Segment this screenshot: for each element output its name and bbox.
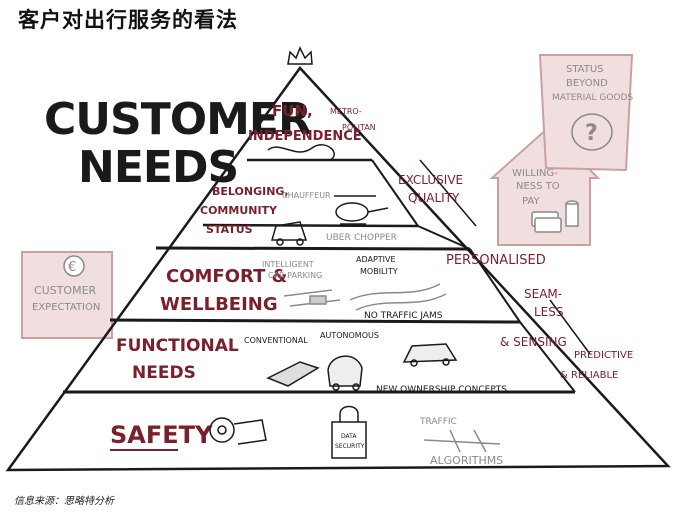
status-line-3: MATERIAL GOODS bbox=[552, 93, 633, 103]
level-comfort-wellbeing: COMFORT & WELLBEING INTELLIGENT CAR PARK… bbox=[160, 255, 447, 321]
status-line-1: STATUS bbox=[566, 64, 604, 75]
infinity-road-icon bbox=[267, 144, 335, 161]
side-label-personalised: PERSONALISED bbox=[446, 253, 546, 268]
autonomous-car-icon bbox=[327, 355, 363, 391]
level-3-annotation-4: MOBILITY bbox=[360, 267, 398, 276]
level-3-annotation-5: NO TRAFFIC JAMS bbox=[364, 311, 443, 321]
chauffeur-car-icon bbox=[271, 221, 308, 246]
level-2-annotation-chauffeur: CHAUFFEUR bbox=[282, 191, 331, 200]
right-side-bands bbox=[371, 159, 591, 393]
level-3-annotation-2: CAR PARKING bbox=[268, 271, 322, 280]
svg-text:?: ? bbox=[585, 121, 598, 146]
level-4-name-line-1: FUNCTIONAL bbox=[116, 336, 239, 356]
seamless-line-3: & SENSING bbox=[500, 335, 567, 349]
willingness-line-3: PAY bbox=[522, 196, 540, 207]
status-note-callout: STATUS BEYOND MATERIAL GOODS ? bbox=[538, 54, 633, 172]
level-belonging-community-status: BELONGING, COMMUNITY STATUS CHAUFFEUR UB… bbox=[200, 185, 397, 246]
crown-icon bbox=[287, 46, 313, 65]
adaptive-road-icon bbox=[349, 283, 447, 311]
traffic-network-icon bbox=[423, 429, 501, 453]
source-note: 信息来源：思略特分析 bbox=[14, 496, 114, 507]
level-5-name: SAFETY bbox=[110, 421, 213, 449]
willingness-line-1: WILLING- bbox=[512, 168, 558, 179]
side-label-exclusive-quality: EXCLUSIVE QUALITY bbox=[398, 173, 463, 205]
level-2-name-line-1: BELONGING, bbox=[212, 185, 289, 198]
level-1-name-line-2: INDEPENDENCE bbox=[248, 129, 362, 144]
level-1-annotation-1: METRO- bbox=[330, 107, 362, 116]
main-label-line-1: CUSTOMER bbox=[44, 94, 311, 145]
level-safety: SAFETY DATA SECURITY TRAFFIC ALGORITHMS bbox=[110, 405, 503, 467]
level-3-name-line-1: COMFORT & bbox=[166, 266, 287, 287]
level-5-annotation-2: SECURITY bbox=[335, 443, 365, 450]
helicopter-icon bbox=[334, 195, 389, 225]
level-5-annotation-1: DATA bbox=[341, 433, 357, 440]
svg-text:€: € bbox=[68, 260, 76, 275]
level-4-annotation-3: NEW OWNERSHIP CONCEPTS bbox=[376, 385, 507, 395]
euro-coin-icon: € bbox=[63, 255, 85, 277]
expectation-line-1: CUSTOMER bbox=[34, 284, 97, 297]
level-1-annotation-2: POLITAN bbox=[342, 123, 376, 132]
level-4-annotation-2: AUTONOMOUS bbox=[320, 331, 379, 340]
level-3-name-line-2: WELLBEING bbox=[160, 294, 278, 315]
willingness-line-2: NESS TO bbox=[516, 181, 560, 192]
level-1-name-line-1: FUN, bbox=[272, 102, 313, 120]
page-title: 客户对出行服务的看法 bbox=[18, 8, 238, 32]
side-label-predictive-reliable: PREDICTIVE & RELIABLE bbox=[560, 350, 633, 381]
level-4-name-line-2: NEEDS bbox=[132, 363, 196, 383]
steering-dashboard-icon bbox=[209, 417, 267, 445]
level-2-annotation-chopper: CHOPPER bbox=[354, 233, 397, 243]
question-mark-icon: ? bbox=[571, 113, 613, 151]
money-stack-icon bbox=[531, 200, 579, 233]
status-line-2: BEYOND bbox=[566, 78, 608, 89]
customer-expectation-callout: € CUSTOMER EXPECTATION bbox=[21, 251, 113, 339]
level-2-name-line-2: COMMUNITY bbox=[200, 204, 278, 217]
padlock-icon bbox=[331, 405, 367, 459]
expectation-line-2: EXPECTATION bbox=[32, 302, 100, 313]
level-5-annotation-3: TRAFFIC bbox=[419, 417, 457, 427]
shared-car-icon bbox=[402, 343, 458, 367]
level-functional-needs: FUNCTIONAL NEEDS CONVENTIONAL AUTONOMOUS… bbox=[116, 331, 507, 395]
level-2-annotation-uber: UBER bbox=[326, 233, 351, 243]
level-4-annotation-1: CONVENTIONAL bbox=[244, 336, 308, 345]
exclusive-line-1: EXCLUSIVE bbox=[398, 173, 463, 187]
side-label-seamless-sensing: SEAM- LESS & SENSING bbox=[500, 287, 567, 349]
expectation-shape bbox=[21, 251, 113, 339]
seamless-line-2: LESS bbox=[534, 305, 564, 319]
pyramid-outline bbox=[5, 66, 671, 472]
exclusive-line-2: QUALITY bbox=[408, 191, 460, 205]
level-fun-independence: FUN, INDEPENDENCE METRO- POLITAN bbox=[248, 102, 376, 161]
parking-icon bbox=[283, 289, 341, 307]
level-2-name-line-3: STATUS bbox=[206, 223, 253, 236]
seamless-line-1: SEAM- bbox=[524, 287, 562, 301]
predictive-line-2: & RELIABLE bbox=[560, 370, 618, 381]
main-label-line-2: NEEDS bbox=[78, 142, 238, 193]
predictive-line-1: PREDICTIVE bbox=[574, 350, 633, 361]
conventional-car-icon bbox=[266, 361, 320, 387]
level-3-annotation-1: INTELLIGENT bbox=[262, 260, 314, 269]
level-5-annotation-4: ALGORITHMS bbox=[430, 454, 503, 467]
level-3-annotation-3: ADAPTIVE bbox=[356, 255, 396, 264]
